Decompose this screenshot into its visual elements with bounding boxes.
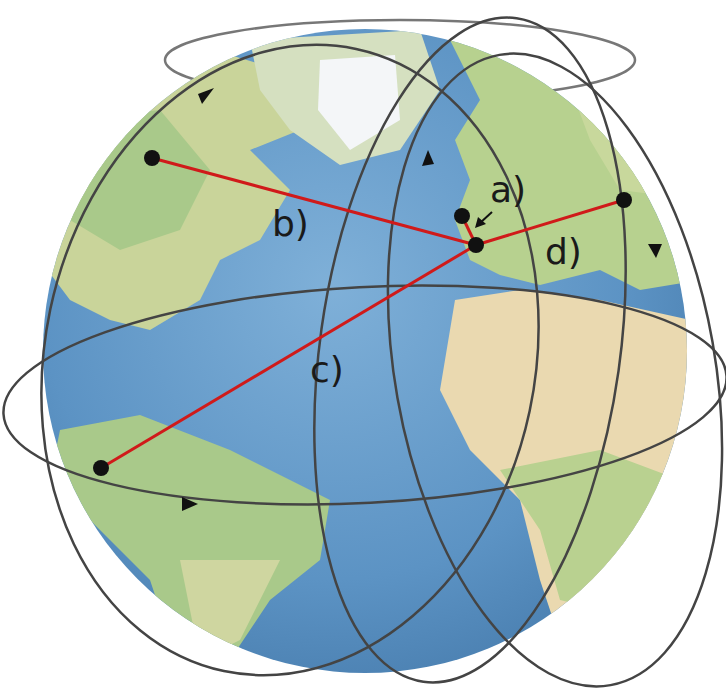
link-label: a) [490,170,526,210]
leader-arrow [475,212,492,228]
link-label: b) [272,204,309,244]
link-label: d) [545,232,582,272]
link-label: c) [310,350,344,390]
land [40,30,700,690]
link-line [101,158,624,468]
satellite-dot [93,150,632,476]
orbit-arrowhead [182,88,662,511]
